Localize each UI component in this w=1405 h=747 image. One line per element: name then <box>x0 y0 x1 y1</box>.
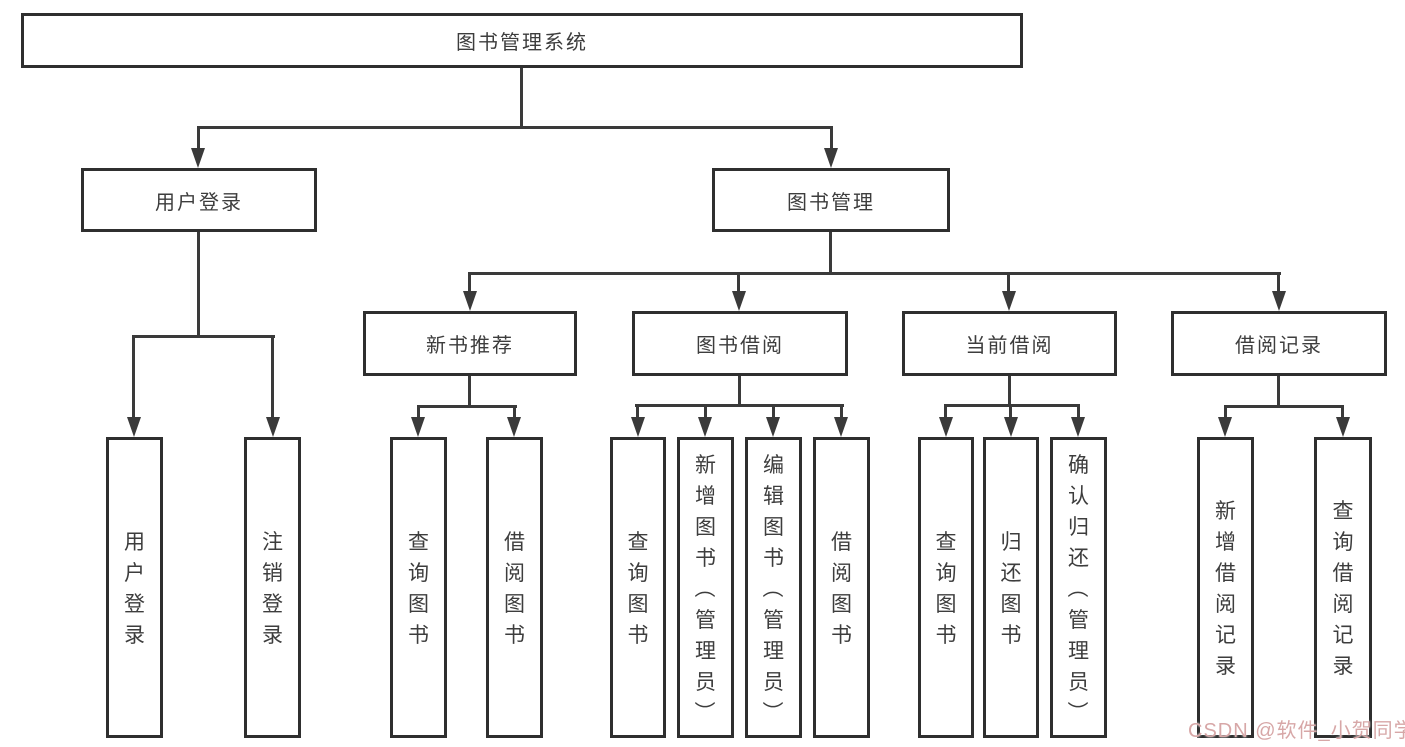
node-root: 图书管理系统 <box>21 13 1023 68</box>
arrow-down <box>732 291 746 311</box>
connector <box>636 404 639 420</box>
arrow-down <box>463 291 477 311</box>
connector <box>944 404 947 420</box>
arrow-down <box>766 417 780 437</box>
connector <box>829 232 832 275</box>
connector <box>704 404 707 420</box>
arrow-down <box>1071 417 1085 437</box>
arrow-down <box>411 417 425 437</box>
node-borrow-record: 借阅记录 <box>1171 311 1387 376</box>
arrow-down <box>631 417 645 437</box>
connector <box>1277 376 1280 408</box>
leaf-borrow-book-2: 借阅图书 <box>813 437 870 738</box>
connector <box>468 272 471 294</box>
arrow-down <box>834 417 848 437</box>
node-book-mgmt: 图书管理 <box>712 168 950 232</box>
node-user-login: 用户登录 <box>81 168 317 232</box>
leaf-query-book-1: 查询图书 <box>390 437 447 738</box>
arrow-down <box>698 417 712 437</box>
connector <box>1277 272 1280 294</box>
connector <box>830 126 833 152</box>
connector <box>271 335 274 421</box>
leaf-return-book: 归还图书 <box>983 437 1039 738</box>
arrow-down <box>191 148 205 168</box>
arrow-down <box>127 417 141 437</box>
node-new-book-rec: 新书推荐 <box>363 311 577 376</box>
connector <box>944 404 1080 407</box>
arrow-down <box>1002 291 1016 311</box>
arrow-down <box>1004 417 1018 437</box>
connector <box>417 405 517 408</box>
connector <box>737 272 740 294</box>
connector <box>772 404 775 420</box>
connector <box>1224 405 1344 408</box>
leaf-logout: 注销登录 <box>244 437 301 738</box>
connector <box>1008 376 1011 407</box>
connector <box>520 68 523 128</box>
connector <box>468 376 471 408</box>
csdn-watermark: CSDN @软件_小贺同学 <box>1188 720 1405 742</box>
leaf-user-login: 用户登录 <box>106 437 163 738</box>
connector <box>197 126 833 129</box>
connector <box>635 404 844 407</box>
connector <box>1007 272 1010 294</box>
leaf-query-book-2: 查询图书 <box>610 437 666 738</box>
connector <box>132 335 135 421</box>
leaf-add-borrow-record: 新增借阅记录 <box>1197 437 1254 738</box>
arrow-down <box>824 148 838 168</box>
arrow-down <box>266 417 280 437</box>
connector <box>132 335 275 338</box>
leaf-add-book: 新增图书（管理员） <box>677 437 734 738</box>
leaf-edit-book: 编辑图书（管理员） <box>745 437 802 738</box>
node-book-borrow: 图书借阅 <box>632 311 848 376</box>
arrow-down <box>1218 417 1232 437</box>
leaf-confirm-return: 确认归还（管理员） <box>1050 437 1107 738</box>
connector <box>197 126 200 152</box>
leaf-borrow-book-1: 借阅图书 <box>486 437 543 738</box>
connector <box>840 404 843 420</box>
arrow-down <box>1272 291 1286 311</box>
arrow-down <box>1336 417 1350 437</box>
connector <box>1077 404 1080 420</box>
connector <box>1224 405 1227 421</box>
leaf-query-book-3: 查询图书 <box>918 437 974 738</box>
connector <box>417 405 420 421</box>
node-current-borrow: 当前借阅 <box>902 311 1117 376</box>
connector <box>1009 404 1012 420</box>
connector <box>197 232 200 338</box>
arrow-down <box>507 417 521 437</box>
arrow-down <box>939 417 953 437</box>
connector <box>738 376 741 407</box>
connector <box>468 272 1281 275</box>
leaf-query-borrow-record: 查询借阅记录 <box>1314 437 1372 738</box>
connector <box>513 405 516 421</box>
connector <box>1341 405 1344 421</box>
